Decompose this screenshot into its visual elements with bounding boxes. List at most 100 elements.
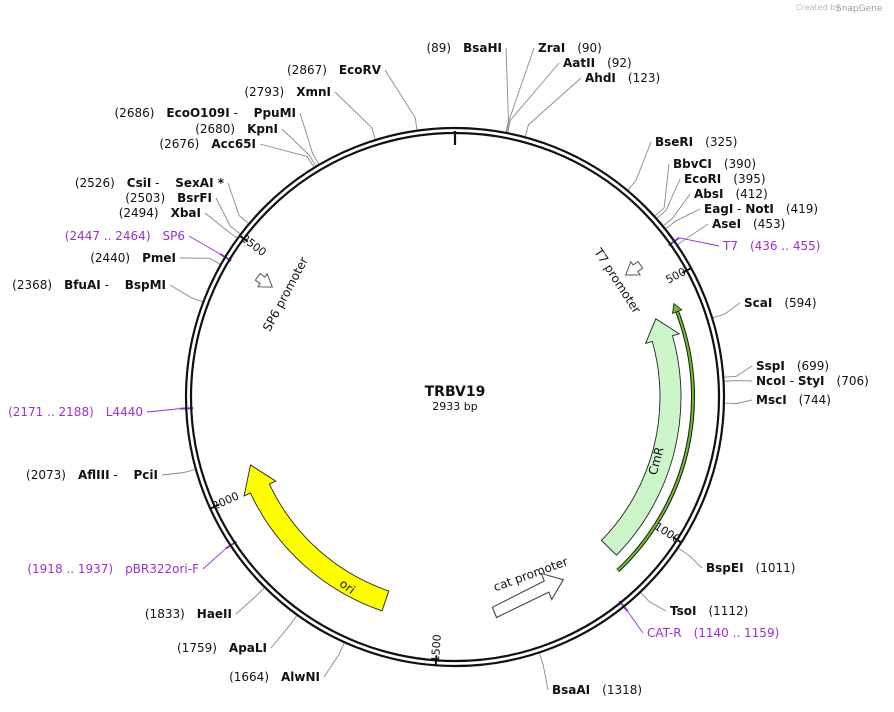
site-label-eagi[interactable]: EagI - NotI(419) xyxy=(704,202,818,216)
site-label-bspei[interactable]: BspEI (1011) xyxy=(706,561,795,575)
site-name: ZraI xyxy=(538,41,565,55)
site-label-xbai[interactable]: (2494) XbaI xyxy=(119,206,201,220)
site-position: (2494) xyxy=(119,206,159,220)
leader-aatii xyxy=(507,62,560,133)
site-label-msci[interactable]: MscI(744) xyxy=(756,393,831,407)
cat-promoter-arrow[interactable] xyxy=(488,567,569,621)
site-name: EcoO109I xyxy=(166,106,229,120)
site-label-bsahi[interactable]: (89) BsaHI xyxy=(426,41,502,55)
site-name: AhdI xyxy=(585,71,616,85)
site-position: (2503) xyxy=(125,191,165,205)
site-position: (412) xyxy=(735,187,767,201)
site-label-bsaai[interactable]: BsaAI(1318) xyxy=(552,683,642,697)
site-position: (92) xyxy=(607,56,632,70)
site-name: NcoI xyxy=(756,374,786,388)
site-name: NotI xyxy=(745,202,774,216)
leader-pmei xyxy=(179,257,221,265)
cmr-feature[interactable] xyxy=(600,318,682,556)
primer-name: CAT-R xyxy=(647,626,682,640)
t7-promoter-arrow[interactable] xyxy=(621,258,645,281)
site-position: (1759) xyxy=(177,641,217,655)
site-label-sspi[interactable]: SspI(699) xyxy=(756,359,829,373)
site-name: BsaHI xyxy=(463,41,502,55)
leader-bsahi xyxy=(505,47,509,132)
site-position: (1318) xyxy=(602,683,642,697)
site-label-afliii[interactable]: (2073)AflIII - PciI xyxy=(26,468,158,482)
site-name: XmnI xyxy=(296,85,331,99)
site-label-kpni[interactable]: (2680)KpnI xyxy=(195,122,278,136)
backbone-outer xyxy=(184,126,726,668)
site-label-absi[interactable]: AbsI(412) xyxy=(694,187,768,201)
site-label-tsoi[interactable]: TsoI(1112) xyxy=(670,604,748,618)
site-label-haeii[interactable]: (1833)HaeII xyxy=(145,607,232,621)
site-name: BbvCI xyxy=(673,157,712,171)
site-position: (419) xyxy=(786,202,818,216)
site-label-ecori[interactable]: EcoRI(395) xyxy=(684,172,766,186)
site-position: (2676) xyxy=(159,137,199,151)
site-position: (1011) xyxy=(756,561,796,575)
site-label-bfuai[interactable]: (2368)BfuAI - BspMI xyxy=(12,278,166,292)
primer-label-pbr322ori-f[interactable]: (1918 .. 1937)pBR322ori-F xyxy=(27,562,199,576)
site-position: (89) xyxy=(426,41,451,55)
site-name: BspEI xyxy=(706,561,744,575)
site-position: (1664) xyxy=(229,670,269,684)
site-name: BspMI xyxy=(125,278,166,292)
leader-ecorv xyxy=(384,69,418,130)
site-label-ncoi[interactable]: NcoI - StyI(706) xyxy=(756,374,869,388)
site-label-apali[interactable]: (1759)ApaLI xyxy=(177,641,267,655)
site-name: PciI xyxy=(134,468,159,482)
site-position: (594) xyxy=(784,296,816,310)
primer-label-sp6[interactable]: (2447 .. 2464)SP6 xyxy=(65,229,185,243)
site-label-aatii[interactable]: AatII(92) xyxy=(563,56,632,70)
site-label-bseri[interactable]: BseRI(325) xyxy=(655,135,737,149)
site-name: HaeII xyxy=(197,607,232,621)
site-name: SexAI * xyxy=(175,176,224,190)
tick-500 xyxy=(681,267,692,274)
cmr-orf-line-inner xyxy=(617,307,694,572)
tick-2000 xyxy=(209,503,220,510)
site-position: (1112) xyxy=(708,604,748,618)
site-position: (706) xyxy=(837,374,869,388)
site-label-bsrfi[interactable]: (2503)BsrFI xyxy=(125,191,212,205)
primer-label-t7[interactable]: T7(436 .. 455) xyxy=(722,239,820,253)
site-label-ecoo109i[interactable]: (2686)EcoO109I - PpuMI xyxy=(115,106,297,120)
sp6-promoter-arrow[interactable] xyxy=(253,270,277,293)
site-label-scai[interactable]: ScaI(594) xyxy=(744,296,817,310)
site-label-zrai[interactable]: ZraI(90) xyxy=(538,41,602,55)
site-label-acc65i[interactable]: (2676)Acc65I xyxy=(159,137,256,151)
primer-label-l4440[interactable]: (2171 .. 2188)L4440 xyxy=(8,405,143,419)
leader-kpni xyxy=(281,128,317,166)
site-name: XbaI xyxy=(171,206,201,220)
leader-zrai xyxy=(506,47,535,133)
site-label-alwni[interactable]: (1664) AlwNI xyxy=(229,670,320,684)
primer-leader-pbr322ori-f xyxy=(202,548,226,570)
snapgene-brand[interactable]: SnapGene xyxy=(836,4,883,14)
site-label-bbvci[interactable]: BbvCI(390) xyxy=(673,157,756,171)
site-position: (2793) xyxy=(244,85,284,99)
leader-tsoi xyxy=(640,592,667,612)
separator: - xyxy=(733,202,745,216)
primer-leader-sp6 xyxy=(188,235,221,255)
leader-csii xyxy=(227,182,249,224)
site-label-asei[interactable]: AseI(453) xyxy=(712,217,785,231)
primer-name: SP6 xyxy=(163,229,186,243)
leader-alwni xyxy=(323,643,345,678)
site-label-csii[interactable]: (2526)CsiI - SexAI * xyxy=(75,176,225,190)
sp6-promoter-label: SP6 promoter xyxy=(260,255,311,334)
leader-bsrfi xyxy=(215,197,241,235)
leader-afliii xyxy=(161,468,196,476)
site-label-ecorv[interactable]: (2867)EcoRV xyxy=(287,63,382,77)
site-label-ahdi[interactable]: AhdI(123) xyxy=(585,71,660,85)
site-label-xmni[interactable]: (2793) XmnI xyxy=(244,85,331,99)
primer-label-cat-r[interactable]: CAT-R(1140 .. 1159) xyxy=(647,626,779,640)
leader-haeii xyxy=(235,587,265,615)
site-name: AseI xyxy=(712,217,741,231)
leader-eagi xyxy=(665,208,701,230)
site-name: SspI xyxy=(756,359,785,373)
site-label-pmei[interactable]: (2440)PmeI xyxy=(90,251,176,265)
site-name: KpnI xyxy=(247,122,278,136)
site-name: AlwNI xyxy=(281,670,320,684)
ori-feature[interactable] xyxy=(243,464,390,612)
